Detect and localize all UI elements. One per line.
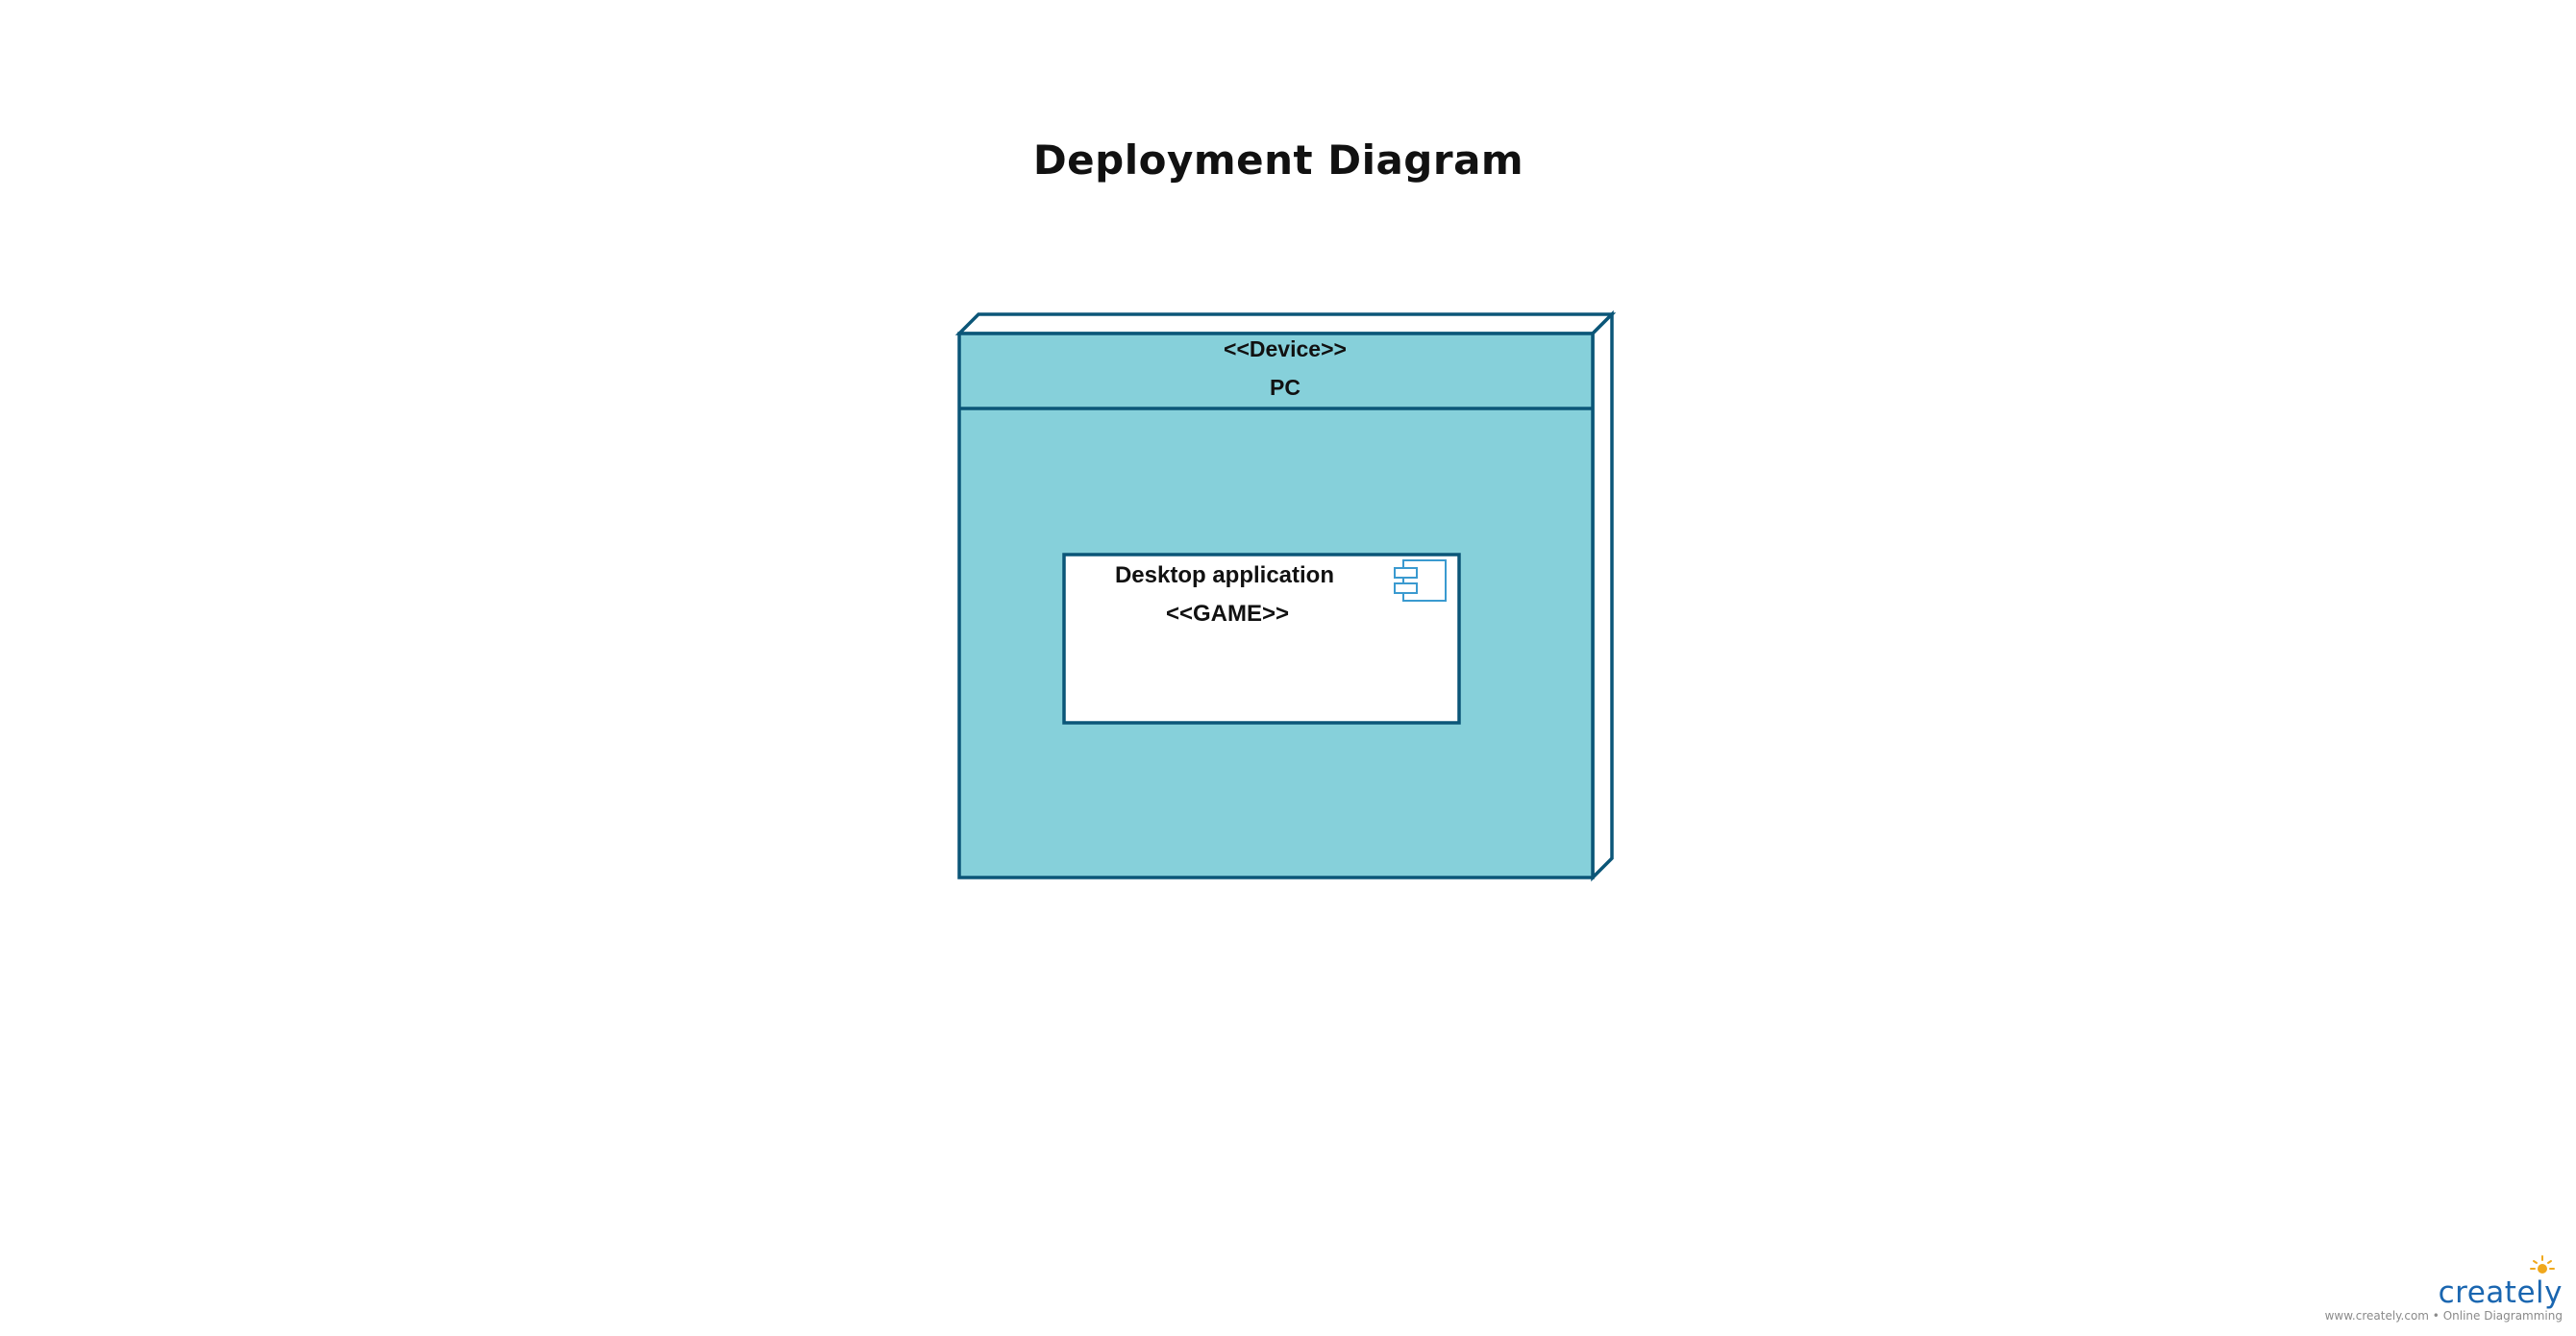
component-name-label: Desktop application [1115,562,1334,588]
component-stereotype-label: <<GAME>> [1166,601,1289,627]
sun-icon [2530,1255,2555,1274]
node-stereotype-label: <<Device>> [1224,336,1347,361]
creately-logo[interactable]: creately www.creately.com • Online Diagr… [2324,1255,2563,1323]
creately-logo-text: creately [2438,1275,2563,1310]
creately-tagline: www.creately.com • Online Diagramming [2324,1309,2563,1323]
node-top-face[interactable] [954,312,1617,335]
component-desktop-application[interactable] [1062,553,1461,725]
node-name-label: PC [1270,375,1300,400]
diagram-title: Deployment Diagram [1032,136,1524,184]
component-icon [1394,559,1447,602]
node-side-face[interactable] [1591,309,1614,882]
